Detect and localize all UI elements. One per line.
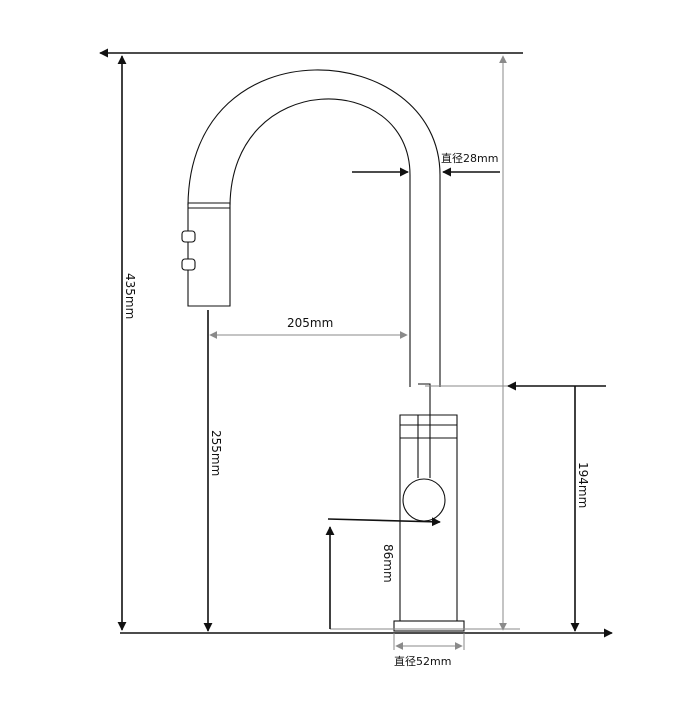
- spout-inner-outline: [229, 98, 411, 387]
- label-base-diameter: 直径52mm: [394, 654, 451, 668]
- dim-handle-height: 194mm: [425, 381, 606, 632]
- base-escutcheon: [393, 620, 465, 632]
- label-overall-height: 435mm: [123, 273, 137, 319]
- label-spout-diameter: 直径28mm: [441, 151, 498, 165]
- label-handle-height: 194mm: [576, 462, 590, 508]
- dim-overall-height: 435mm: [99, 48, 523, 631]
- lever-knob: [402, 478, 446, 522]
- dim-spout-diameter: 直径28mm: [352, 151, 500, 177]
- faucet-drawing: [181, 69, 465, 632]
- spout-joint: [418, 383, 431, 416]
- spray-head: [187, 202, 231, 307]
- label-spout-clearance: 255mm: [209, 430, 223, 476]
- dim-reach: 205mm: [209, 316, 408, 339]
- spray-button-top: [181, 230, 196, 243]
- spray-button-bottom: [181, 258, 196, 271]
- dim-lever-height: 86mm: [325, 517, 441, 629]
- dim-spout-clearance: 255mm: [203, 310, 223, 632]
- dim-base-diameter: 直径52mm: [393, 633, 465, 668]
- spout-outer-outline: [187, 69, 441, 387]
- label-reach: 205mm: [287, 316, 333, 330]
- lever-handle: [417, 415, 431, 478]
- label-lever-height: 86mm: [381, 544, 395, 583]
